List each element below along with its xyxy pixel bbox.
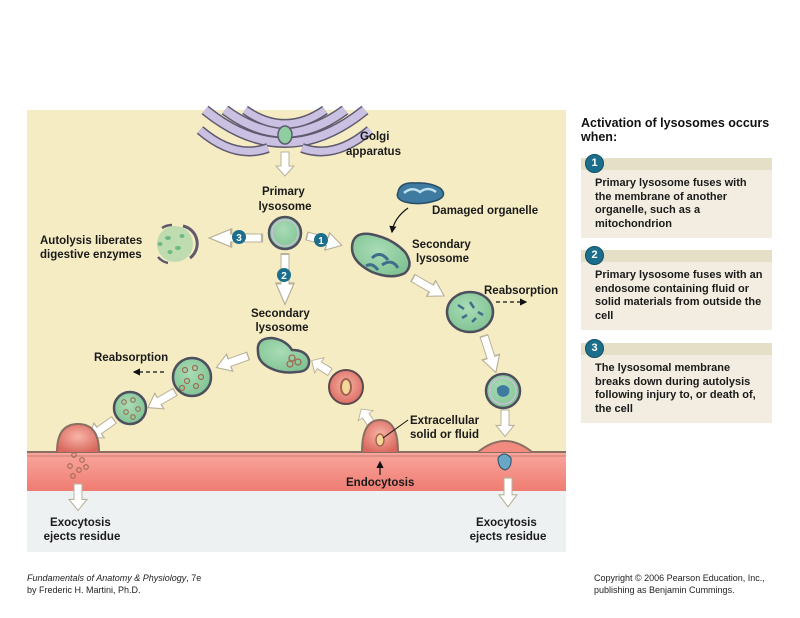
pointer-extracellular (382, 419, 409, 439)
reabsorption-right-label: Reabsorption (484, 285, 558, 297)
badge-pathway-3: 3 (232, 230, 246, 244)
residual-body-right (484, 372, 522, 410)
endocytosis-pocket (361, 418, 399, 453)
exocytosis-left-label: Exocytosis ejects residue (44, 517, 121, 543)
secondary-lysosome-right (350, 232, 411, 278)
autolysis-label: Autolysis liberates digestive enzymes (40, 235, 145, 261)
extracellular-label: Extracellular solid or fluid (410, 415, 482, 441)
activation-step-2: 2 Primary lysosome fuses with an endosom… (581, 246, 772, 330)
book-edition: , 7e (186, 573, 202, 583)
svg-text:3: 3 (236, 233, 242, 244)
damaged-organelle-label: Damaged organelle (432, 205, 538, 217)
activation-step-3: 3 The lysosomal membrane breaks down dur… (581, 339, 772, 423)
ruptured-lysosome (157, 223, 199, 265)
book-title: Fundamentals of Anatomy & Physiology (27, 573, 187, 583)
damaged-organelle (396, 182, 445, 205)
footer-credit: Fundamentals of Anatomy & Physiology, 7e… (27, 572, 201, 596)
secondary-lysosome-right-label: Secondary lysosome (412, 239, 474, 265)
digesting-vesicle-right (445, 290, 495, 334)
primary-lysosome (267, 215, 303, 251)
exocytosis-site-right (477, 440, 533, 471)
step-badge-3: 3 (585, 339, 604, 358)
activation-step-1: 1 Primary lysosome fuses with the membra… (581, 154, 772, 238)
svg-text:2: 2 (281, 271, 287, 282)
golgi-apparatus (196, 105, 374, 157)
step-badge-2: 2 (585, 246, 604, 265)
sidebar-title: Activation of lysosomes occurs when: (581, 116, 770, 144)
publisher-line: publishing as Benjamin Cummings. (594, 585, 735, 595)
book-author: by Frederic H. Martini, Ph.D. (27, 585, 141, 595)
step-text-3: The lysosomal membrane breaks down durin… (595, 362, 756, 415)
primary-lysosome-label: Primary lysosome (258, 186, 311, 213)
step-badge-1: 1 (585, 154, 604, 173)
endocytosis-label: Endocytosis (346, 477, 414, 489)
digesting-vesicle-left-upper (171, 356, 213, 398)
copyright-line: Copyright © 2006 Pearson Education, Inc.… (594, 573, 765, 583)
plasma-membrane (27, 451, 566, 491)
golgi-label: Golgi apparatus (346, 131, 401, 158)
reabsorption-left-label: Reabsorption (94, 352, 168, 364)
digesting-vesicle-left-lower (112, 390, 148, 426)
exocytosis-right-label: Exocytosis ejects residue (470, 517, 547, 543)
svg-text:1: 1 (318, 236, 324, 247)
exocytosis-site-left (56, 422, 100, 479)
secondary-lysosome-center-label: Secondary lysosome (251, 308, 313, 334)
extracellular-region (27, 491, 566, 552)
step-text-1: Primary lysosome fuses with the membrane… (595, 177, 747, 230)
badge-pathway-1: 1 (314, 233, 328, 247)
secondary-lysosome-center (256, 336, 311, 374)
arrow-damaged-to-secondary (389, 207, 409, 234)
badge-pathway-2: 2 (277, 268, 291, 282)
cytoplasm-region (27, 110, 566, 452)
step-text-2: Primary lysosome fuses with an endosome … (595, 269, 763, 322)
footer-copyright: Copyright © 2006 Pearson Education, Inc.… (594, 572, 765, 596)
endosome (328, 369, 364, 405)
